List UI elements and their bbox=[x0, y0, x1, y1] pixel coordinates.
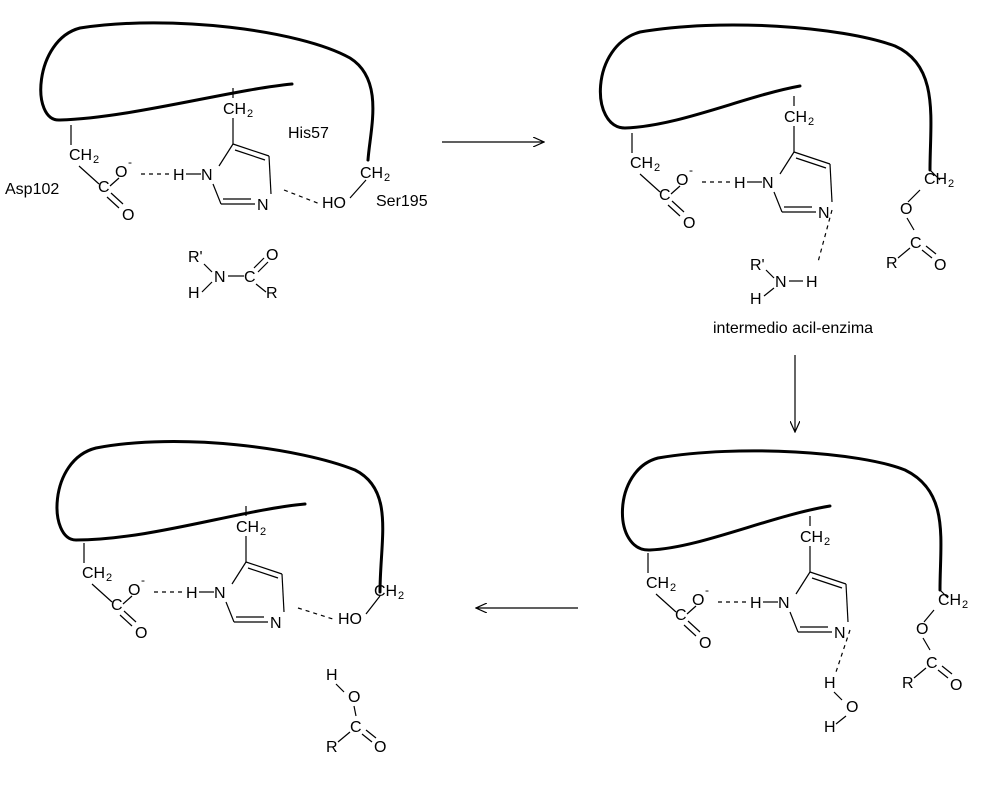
released-amine: R' H N H bbox=[750, 257, 818, 308]
protein-backbone bbox=[39, 21, 375, 162]
svg-text:O: O bbox=[266, 247, 278, 264]
amide-substrate: R' H N C O R bbox=[188, 247, 278, 302]
panel-regenerated-enzyme: HO H O C R O bbox=[55, 440, 405, 756]
svg-text:C: C bbox=[350, 719, 362, 736]
svg-text:O: O bbox=[846, 699, 858, 716]
svg-text:H: H bbox=[188, 285, 200, 302]
label-his57: His57 bbox=[288, 125, 329, 142]
label-asp102: Asp102 bbox=[5, 181, 59, 198]
svg-text:H: H bbox=[824, 719, 836, 736]
svg-text:N: N bbox=[775, 274, 787, 291]
panel-water-attack: H O H bbox=[620, 449, 969, 736]
ser-hydroxyl: HO bbox=[338, 611, 362, 628]
acyl-ester bbox=[901, 620, 964, 695]
svg-text:R': R' bbox=[188, 249, 203, 266]
svg-text:O: O bbox=[348, 689, 360, 706]
caption-acyl-enzyme: intermedio acil-enzima bbox=[713, 320, 873, 337]
svg-text:H: H bbox=[750, 291, 762, 308]
carboxylic-acid-product: H O C R O bbox=[326, 667, 386, 756]
catalytic-triad bbox=[629, 95, 833, 233]
protein-backbone bbox=[620, 449, 943, 592]
svg-text:O: O bbox=[374, 739, 386, 756]
svg-text:H: H bbox=[824, 675, 836, 692]
svg-text:R': R' bbox=[750, 257, 765, 274]
catalytic-triad bbox=[645, 515, 849, 653]
svg-text:R: R bbox=[326, 739, 338, 756]
protein-backbone bbox=[55, 440, 385, 594]
acyl-ester bbox=[885, 200, 948, 275]
svg-text:H: H bbox=[806, 274, 818, 291]
svg-text:R: R bbox=[266, 285, 278, 302]
ser-hydroxyl: HO bbox=[322, 195, 346, 212]
svg-text:N: N bbox=[214, 269, 226, 286]
svg-text:C: C bbox=[244, 269, 256, 286]
protein-backbone bbox=[598, 23, 933, 172]
panel-acyl-enzyme: R' H N H intermedio acil-enzima bbox=[598, 23, 955, 337]
panel-enzyme-substrate: HO Asp102 His57 Ser195 R' H N C O R bbox=[5, 21, 428, 302]
label-ser195: Ser195 bbox=[376, 193, 428, 210]
catalytic-triad bbox=[68, 87, 272, 225]
water-molecule: H O H bbox=[824, 675, 858, 736]
svg-text:H: H bbox=[326, 667, 338, 684]
